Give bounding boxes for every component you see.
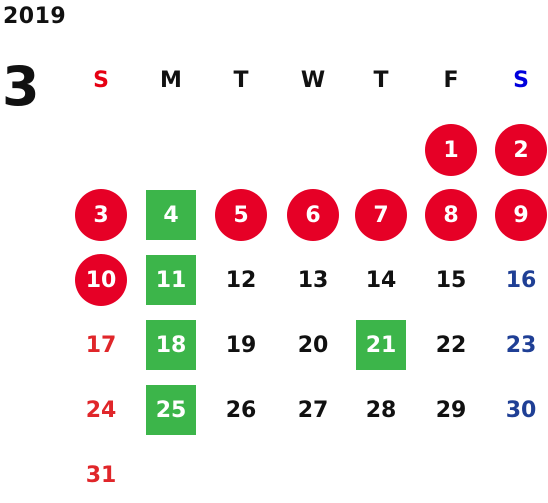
calendar-year: 2019 (3, 4, 67, 29)
calendar-day-22[interactable]: 22 (435, 332, 467, 358)
calendar-day-16[interactable]: 16 (505, 267, 537, 293)
calendar-day-24[interactable]: 24 (85, 397, 117, 423)
weekday-header-sun: S (93, 68, 109, 93)
calendar-day-5[interactable]: 5 (215, 189, 267, 241)
calendar-day-8[interactable]: 8 (425, 189, 477, 241)
weekday-header-sat: S (513, 68, 529, 93)
calendar-day-10[interactable]: 10 (75, 254, 127, 306)
calendar-day-21[interactable]: 21 (356, 320, 406, 370)
calendar-day-7[interactable]: 7 (355, 189, 407, 241)
calendar-day-30[interactable]: 30 (505, 397, 537, 423)
calendar-day-25[interactable]: 25 (146, 385, 196, 435)
calendar-day-20[interactable]: 20 (297, 332, 329, 358)
calendar-day-29[interactable]: 29 (435, 397, 467, 423)
calendar-day-14[interactable]: 14 (365, 267, 397, 293)
calendar-day-27[interactable]: 27 (297, 397, 329, 423)
calendar-day-12[interactable]: 12 (225, 267, 257, 293)
calendar-day-31[interactable]: 31 (85, 462, 117, 488)
calendar-day-11[interactable]: 11 (146, 255, 196, 305)
calendar-day-1[interactable]: 1 (425, 124, 477, 176)
calendar-day-18[interactable]: 18 (146, 320, 196, 370)
calendar-day-15[interactable]: 15 (435, 267, 467, 293)
calendar-day-26[interactable]: 26 (225, 397, 257, 423)
calendar-day-3[interactable]: 3 (75, 189, 127, 241)
weekday-header-tue: T (233, 68, 249, 93)
calendar-day-13[interactable]: 13 (297, 267, 329, 293)
calendar-month: 3 (2, 55, 40, 118)
weekday-header-thu: T (373, 68, 389, 93)
calendar-day-19[interactable]: 19 (225, 332, 257, 358)
calendar-day-17[interactable]: 17 (85, 332, 117, 358)
calendar-day-23[interactable]: 23 (505, 332, 537, 358)
weekday-header-mon: M (160, 68, 182, 93)
weekday-header-wed: W (300, 68, 326, 93)
calendar-day-4[interactable]: 4 (146, 190, 196, 240)
calendar-day-6[interactable]: 6 (287, 189, 339, 241)
calendar-day-9[interactable]: 9 (495, 189, 547, 241)
calendar-day-2[interactable]: 2 (495, 124, 547, 176)
weekday-header-fri: F (443, 68, 459, 93)
calendar-day-28[interactable]: 28 (365, 397, 397, 423)
